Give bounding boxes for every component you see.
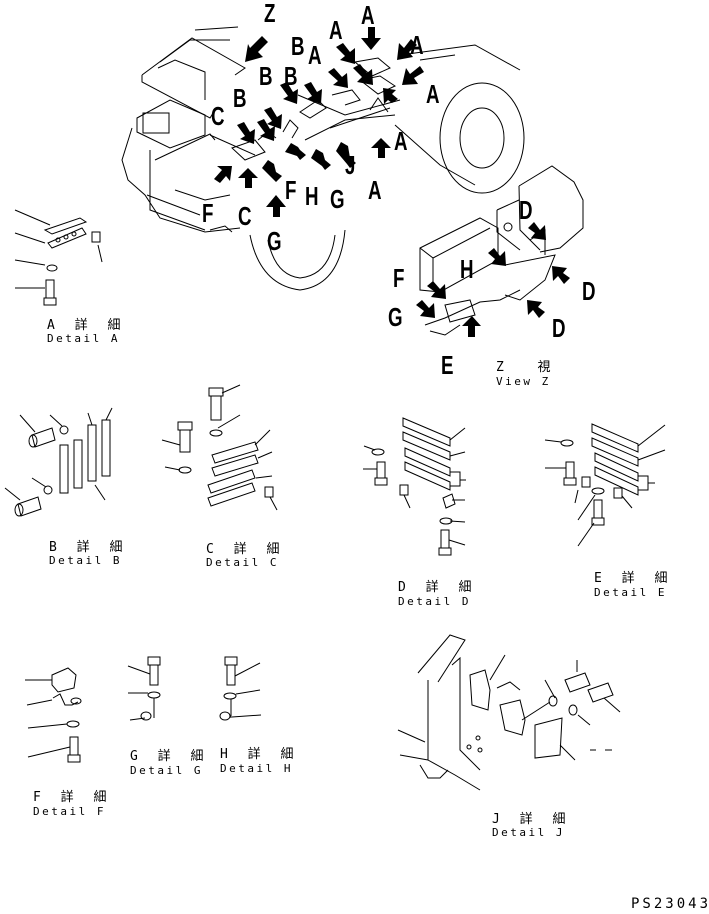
arrow-a3 xyxy=(328,68,348,88)
callout-f[interactable]: F xyxy=(285,175,297,205)
detail-c-caption-en: Detail C xyxy=(206,556,279,569)
callout-h[interactable]: H xyxy=(460,254,474,284)
callout-j[interactable]: J xyxy=(345,150,356,180)
overview-machine-drawing xyxy=(121,26,525,291)
arrow-j2 xyxy=(311,149,331,170)
callout-g[interactable]: G xyxy=(267,226,282,256)
arrow-d2 xyxy=(552,266,570,284)
view-z-caption-en: View Z xyxy=(496,375,551,388)
arrow-e xyxy=(462,316,481,337)
callout-e[interactable]: E xyxy=(441,350,454,380)
detail-a-caption-jp: A 詳 細 xyxy=(47,318,127,333)
detail-e-drawing xyxy=(544,423,666,547)
detail-h-caption-jp: H 詳 細 xyxy=(220,747,300,762)
arrow-j3 xyxy=(336,142,356,168)
callout-h[interactable]: H xyxy=(305,181,319,211)
callout-b[interactable]: B xyxy=(284,61,298,91)
detail-d-drawing xyxy=(363,417,466,556)
arrow-a7 xyxy=(383,88,398,104)
arrow-a4 xyxy=(353,64,373,85)
callout-c[interactable]: C xyxy=(211,101,225,131)
callout-d[interactable]: D xyxy=(582,276,596,306)
arrow-g1 xyxy=(266,195,286,217)
detail-j-drawing xyxy=(397,634,621,791)
arrow-c1 xyxy=(238,168,258,188)
detail-a-drawing xyxy=(14,209,103,306)
detail-j-caption-en: Detail J xyxy=(492,826,565,839)
arrow-z xyxy=(245,36,268,62)
detail-d-caption-jp: D 詳 細 xyxy=(398,580,478,595)
detail-g-caption-jp: G 詳 細 xyxy=(130,749,210,764)
callout-a[interactable]: A xyxy=(308,40,322,70)
callout-g[interactable]: G xyxy=(330,184,345,214)
arrow-b2 xyxy=(304,82,322,104)
callout-a[interactable]: A xyxy=(361,0,375,30)
detail-d-caption-en: Detail D xyxy=(398,595,471,608)
callout-z[interactable]: Z xyxy=(264,0,276,28)
detail-h-drawing xyxy=(219,656,262,721)
callout-d[interactable]: D xyxy=(552,313,566,343)
detail-b-caption-jp: B 詳 細 xyxy=(49,540,129,555)
arrow-a5 xyxy=(397,39,417,60)
detail-a-caption-en: Detail A xyxy=(47,332,120,345)
callout-f[interactable]: F xyxy=(393,263,405,293)
callout-g[interactable]: G xyxy=(388,302,403,332)
callout-a[interactable]: A xyxy=(394,126,408,156)
arrow-d3 xyxy=(527,300,545,318)
detail-f-drawing xyxy=(25,667,82,763)
detail-e-caption-jp: E 詳 細 xyxy=(594,571,674,586)
detail-c-drawing xyxy=(161,384,278,511)
arrow-a1 xyxy=(361,27,381,50)
arrow-h xyxy=(488,248,506,266)
detail-e-caption-en: Detail E xyxy=(594,586,667,599)
arrow-a6 xyxy=(402,66,424,85)
callout-a[interactable]: A xyxy=(329,15,343,45)
detail-f-caption-en: Detail F xyxy=(33,805,106,818)
arrow-g xyxy=(416,300,435,318)
callout-f[interactable]: F xyxy=(202,198,214,228)
view-z-pointer-arrows xyxy=(416,222,570,337)
arrow-b4 xyxy=(237,122,255,144)
detail-f-caption-jp: F 詳 細 xyxy=(33,790,113,805)
callout-c[interactable]: C xyxy=(238,201,252,231)
view-z-caption-jp: Z 視 xyxy=(496,360,557,375)
detail-b-drawing xyxy=(4,407,113,517)
detail-g-drawing xyxy=(127,656,161,721)
arrow-f1 xyxy=(214,166,232,183)
detail-g-caption-en: Detail G xyxy=(130,764,203,777)
callout-b[interactable]: B xyxy=(291,31,305,61)
arrow-h1 xyxy=(262,160,282,182)
drawing-code: PS23043 xyxy=(631,896,709,912)
arrow-b1 xyxy=(280,82,298,104)
arrow-a8 xyxy=(371,138,391,158)
arrow-j1 xyxy=(285,143,306,160)
callout-b[interactable]: B xyxy=(233,83,247,113)
arrow-b3 xyxy=(264,107,282,129)
callout-b[interactable]: B xyxy=(259,61,273,91)
callout-d[interactable]: D xyxy=(519,195,533,225)
overview-pointer-arrows xyxy=(214,27,424,217)
arrow-d1 xyxy=(528,222,546,240)
callout-a[interactable]: A xyxy=(368,175,382,205)
detail-h-caption-en: Detail H xyxy=(220,762,293,775)
arrow-b5 xyxy=(257,119,275,141)
detail-j-caption-jp: J 詳 細 xyxy=(492,812,572,827)
callout-a[interactable]: A xyxy=(410,30,424,60)
callout-a[interactable]: A xyxy=(426,79,440,109)
detail-c-caption-jp: C 詳 細 xyxy=(206,542,286,557)
arrow-f xyxy=(427,281,446,299)
detail-b-caption-en: Detail B xyxy=(49,554,122,567)
view-z-drawing xyxy=(419,165,584,336)
arrow-a2 xyxy=(336,43,355,64)
